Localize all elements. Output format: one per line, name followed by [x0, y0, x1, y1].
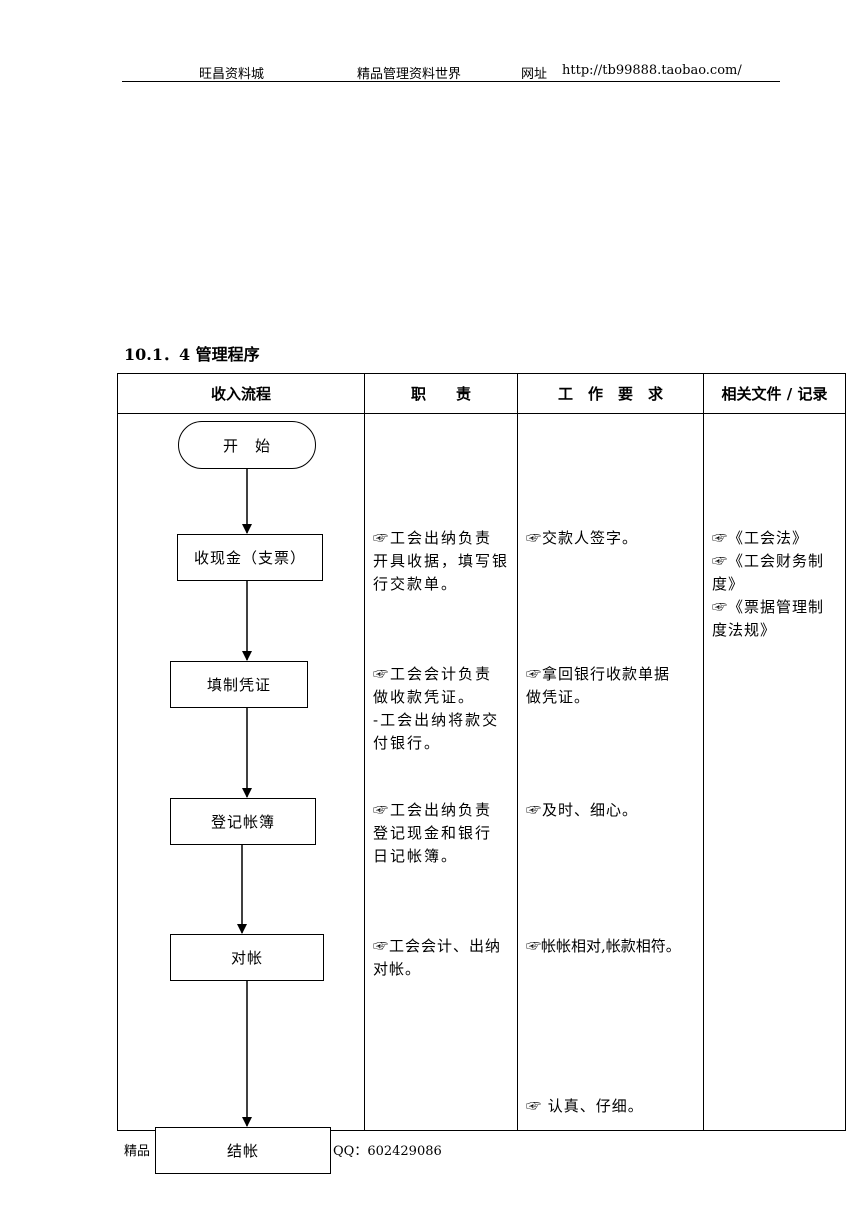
header-related-documents: 相关文件 / 记录	[703, 373, 846, 414]
flow-column	[117, 413, 365, 1131]
header-url[interactable]: http://tb99888.taobao.com/	[562, 63, 742, 78]
header-work-requirements: 工 作 要 求	[517, 373, 704, 414]
header-site-name: 旺昌资料城	[199, 67, 265, 82]
flow-node-reconcile: 对帐	[170, 934, 324, 981]
responsibility-line: 登记现金和银行	[373, 824, 493, 842]
responsibility-line: 日记帐簿。	[373, 847, 459, 865]
responsibility-line: ☞工会出纳负责	[373, 801, 493, 819]
responsibility-line: 做收款凭证。	[373, 688, 476, 706]
header-tagline: 精品管理资料世界	[357, 67, 462, 82]
responsibility-line: ☞工会出纳负责	[373, 529, 493, 547]
responsibility-item: ☞工会出纳负责 登记现金和银行 日记帐簿。	[373, 799, 492, 868]
responsibility-line: 对帐。	[373, 960, 422, 978]
flow-node-receive-cash: 收现金（支票）	[177, 534, 323, 581]
responsibility-line: ☞工会会计、出纳	[373, 937, 502, 955]
flow-node-start: 开 始	[178, 421, 316, 469]
requirement-item: ☞及时、细心。	[526, 799, 638, 822]
responsibility-item: ☞工会出纳负责 开具收据，填写银 行交款单。	[373, 527, 509, 596]
procedure-table: 收入流程 职 责 工 作 要 求 相关文件 / 记录	[117, 373, 846, 1131]
document-line: ☞《工会法》	[712, 529, 809, 547]
requirement-item: ☞拿回银行收款单据 做凭证。	[526, 663, 670, 709]
document-line: ☞《票据管理制	[712, 598, 825, 616]
header-income-flow: 收入流程	[117, 373, 365, 414]
requirement-line: ☞交款人签字。	[526, 529, 639, 547]
flow-node-fill-voucher: 填制凭证	[170, 661, 308, 708]
footer-left-text: 精品	[124, 1144, 151, 1159]
requirement-item: ☞ 认真、仔细。	[526, 1095, 644, 1118]
documents-column	[703, 413, 846, 1131]
requirement-item: ☞帐帐相对,帐款相符。	[526, 935, 681, 958]
requirement-item: ☞交款人签字。	[526, 527, 638, 550]
section-title: 10.1．4 管理程序	[124, 345, 260, 364]
footer-qq: QQ：602429086	[333, 1144, 442, 1159]
table-body-row	[117, 413, 846, 1131]
document-line: ☞《工会财务制	[712, 552, 825, 570]
header-responsibility: 职 责	[364, 373, 518, 414]
documents-list: ☞《工会法》 ☞《工会财务制 度》 ☞《票据管理制 度法规》	[712, 527, 824, 642]
document-line: 度》	[712, 575, 745, 593]
responsibility-item: ☞工会会计负责 做收款凭证。 -工会出纳将款交 付银行。	[373, 663, 499, 755]
requirement-line: 做凭证。	[526, 688, 591, 706]
requirements-column	[517, 413, 704, 1131]
header-rule	[122, 81, 780, 82]
table-header-row: 收入流程 职 责 工 作 要 求 相关文件 / 记录	[117, 373, 846, 414]
requirement-line: ☞ 认真、仔细。	[526, 1097, 644, 1115]
requirement-line: ☞拿回银行收款单据	[526, 665, 671, 683]
flow-node-close-accounts: 结帐	[155, 1127, 331, 1174]
responsibility-line: 付银行。	[373, 734, 442, 752]
responsibility-line: 开具收据，填写银	[373, 552, 510, 570]
responsibility-line: ☞工会会计负责	[373, 665, 493, 683]
requirement-line: ☞及时、细心。	[526, 801, 639, 819]
responsibility-column	[364, 413, 518, 1131]
document-line: 度法规》	[712, 621, 777, 639]
responsibility-line: 行交款单。	[373, 575, 459, 593]
responsibility-line: -工会出纳将款交	[373, 711, 500, 729]
header-url-label: 网址	[521, 67, 548, 82]
requirement-line: ☞帐帐相对,帐款相符。	[526, 937, 681, 955]
flow-node-record-ledger: 登记帐簿	[170, 798, 316, 845]
responsibility-item: ☞工会会计、出纳 对帐。	[373, 935, 501, 981]
